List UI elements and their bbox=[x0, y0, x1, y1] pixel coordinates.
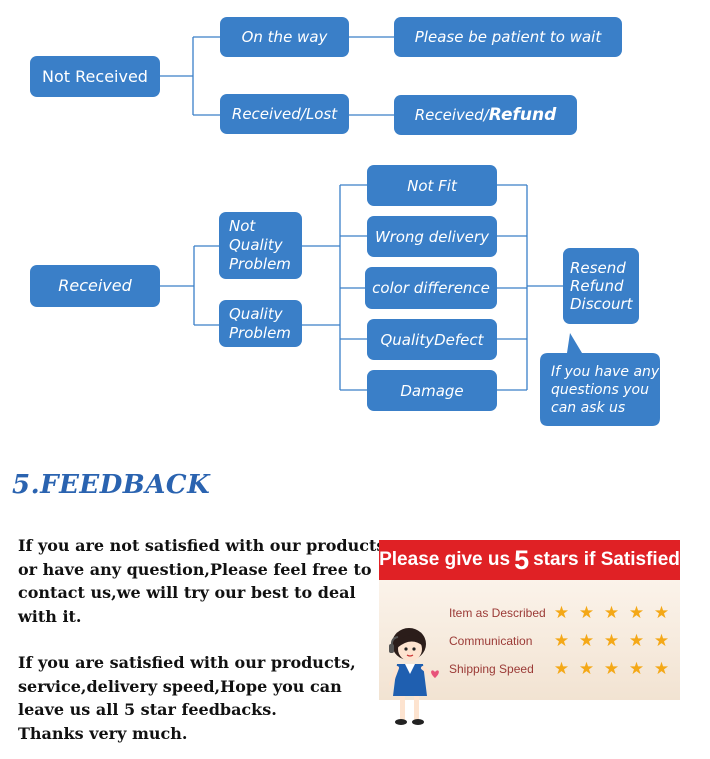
para1-line-3: contact us,we will try our best to deal bbox=[18, 583, 356, 602]
on-the-way-box: On the way bbox=[220, 17, 349, 57]
refund-prefix: Received/ bbox=[414, 106, 489, 124]
star-icon: ★ bbox=[628, 659, 645, 679]
reason-wrong-delivery-box: Wrong delivery bbox=[367, 216, 497, 257]
star-icon: ★ bbox=[578, 603, 595, 623]
star-icon: ★ bbox=[578, 631, 595, 651]
be-patient-box: Please be patient to wait bbox=[394, 17, 622, 57]
star-icon: ★ bbox=[628, 631, 645, 651]
star-icon: ★ bbox=[653, 659, 670, 679]
star-group-shipping-speed: ★ ★ ★ ★ ★ bbox=[549, 659, 674, 679]
star-icon: ★ bbox=[603, 659, 620, 679]
star-icon: ★ bbox=[553, 603, 570, 623]
received-lost-box: Received/Lost bbox=[220, 94, 349, 134]
quality-line-2: Problem bbox=[229, 323, 291, 342]
cartoon-girl-icon bbox=[389, 628, 439, 725]
rating-label-communication: Communication bbox=[449, 634, 533, 648]
star-icon: ★ bbox=[553, 631, 570, 651]
rating-card: Please give us 5 stars if Satisfied Item… bbox=[379, 540, 680, 725]
banner-text-before: Please give us bbox=[379, 549, 511, 570]
para1-line-2: or have any question,Please feel free to bbox=[18, 559, 372, 579]
quality-line-1: Quality bbox=[229, 304, 283, 323]
star-icon: ★ bbox=[628, 603, 645, 623]
refund-bold: Refund bbox=[488, 105, 557, 125]
feedback-paragraph-2: If you are satisfied with our products, … bbox=[18, 651, 388, 745]
flowchart-connectors bbox=[160, 36, 660, 426]
star-group-item-described: ★ ★ ★ ★ ★ bbox=[549, 603, 674, 623]
speech-bubble bbox=[540, 333, 660, 426]
solution-refund: Refund bbox=[570, 277, 624, 295]
para2-line-4: Thanks very much. bbox=[18, 723, 188, 743]
para1-line-4: with it. bbox=[18, 606, 82, 626]
rating-row-shipping-speed: Shipping Speed ★ ★ ★ ★ ★ bbox=[449, 657, 674, 681]
not-quality-line-3: Problem bbox=[229, 255, 291, 273]
para2-line-3: leave us all 5 star feedbacks. bbox=[18, 700, 277, 719]
reason-damage-box: Damage bbox=[367, 370, 497, 411]
bubble-line-1: If you have any bbox=[551, 364, 660, 380]
reason-color-difference-box: color difference bbox=[365, 267, 497, 309]
rating-label-item-described: Item as Described bbox=[449, 606, 546, 620]
para2-line-2: service,delivery speed,Hope you can bbox=[18, 676, 342, 696]
feedback-heading: 5.FEEDBACK bbox=[12, 470, 211, 500]
bubble-line-2: questions you bbox=[551, 382, 649, 398]
star-icon: ★ bbox=[553, 659, 570, 679]
quality-problem-box: Quality Problem bbox=[219, 300, 302, 347]
star-icon: ★ bbox=[603, 631, 620, 651]
not-quality-line-1: Not bbox=[229, 217, 256, 235]
received-refund-box: Received/Refund bbox=[394, 95, 577, 135]
para2-line-1: If you are satisfied with our products, bbox=[18, 653, 356, 672]
solution-discount: Discourt bbox=[570, 295, 633, 313]
feedback-paragraph-1: If you are not satisfied with our produc… bbox=[18, 534, 388, 628]
not-received-box: Not Received bbox=[30, 56, 160, 97]
reason-quality-defect-box: QualityDefect bbox=[367, 319, 497, 360]
solution-resend: Resend bbox=[570, 259, 626, 277]
rating-banner: Please give us 5 stars if Satisfied bbox=[379, 540, 680, 580]
star-icon: ★ bbox=[603, 603, 620, 623]
para1-line-1: If you are not satisfied with our produc… bbox=[18, 536, 386, 555]
star-icon: ★ bbox=[653, 631, 670, 651]
star-icon: ★ bbox=[653, 603, 670, 623]
reason-not-fit-box: Not Fit bbox=[367, 165, 497, 206]
not-quality-problem-box: Not Quality Problem bbox=[219, 212, 302, 279]
solutions-box: Resend Refund Discourt bbox=[563, 248, 639, 324]
not-quality-line-2: Quality bbox=[229, 236, 283, 254]
bubble-line-3: can ask us bbox=[551, 400, 626, 416]
rating-body: Item as Described ★★★★★ Communication ★★… bbox=[379, 580, 680, 725]
star-group-communication: ★ ★ ★ ★ ★ bbox=[549, 631, 674, 651]
received-box: Received bbox=[30, 265, 160, 307]
rating-row-communication: Communication ★ ★ ★ ★ ★ bbox=[449, 629, 674, 653]
banner-text-after: stars if Satisfied bbox=[533, 549, 680, 570]
rating-row-item-described: Item as Described ★ ★ ★ ★ ★ bbox=[449, 601, 674, 625]
banner-number: 5 bbox=[514, 544, 530, 575]
star-icon: ★ bbox=[578, 659, 595, 679]
rating-label-shipping-speed: Shipping Speed bbox=[449, 662, 534, 676]
bubble-text: If you have any questions you can ask us bbox=[551, 363, 659, 417]
